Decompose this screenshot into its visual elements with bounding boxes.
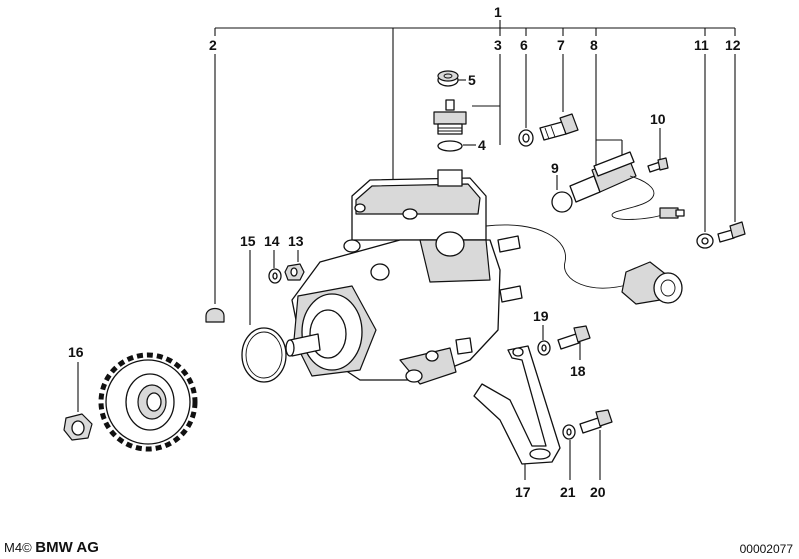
- callout-16: 16: [68, 344, 84, 360]
- bolt-part-18: [557, 325, 591, 350]
- callout-labels: 1 2 3 4 5 6 7 8 9 10 11 12 13 14 15 16 1…: [68, 4, 741, 500]
- washer-part-21: [562, 424, 576, 440]
- injection-pump-body: [285, 169, 683, 385]
- callout-1: 1: [494, 4, 502, 20]
- sprocket-nut-part-16: [63, 413, 93, 441]
- callout-11: 11: [694, 37, 709, 53]
- seal-ring-part-9: [551, 191, 573, 213]
- solenoid-valve-part: [569, 151, 685, 220]
- copyright-symbol: ©: [22, 540, 32, 555]
- callout-19: 19: [533, 308, 549, 324]
- cap-nut-part: [437, 70, 459, 87]
- o-ring-part: [437, 140, 463, 152]
- callout-8: 8: [590, 37, 598, 53]
- callout-2: 2: [209, 37, 217, 53]
- callout-7: 7: [557, 37, 565, 53]
- screw-plug-part: [433, 99, 467, 135]
- callout-12: 12: [725, 37, 741, 53]
- callout-10: 10: [650, 111, 666, 127]
- footer-brand: BMW AG: [35, 539, 99, 556]
- callout-5: 5: [468, 72, 476, 88]
- woodruff-key-part: [205, 307, 225, 323]
- mounting-bracket-part: [473, 345, 561, 465]
- footer-copyright: M4© BMW AG: [4, 539, 99, 556]
- callout-9: 9: [551, 160, 559, 176]
- callout-21: 21: [560, 484, 576, 500]
- bolt-part-20: [579, 409, 613, 434]
- leader-lines: [77, 20, 736, 480]
- washer-part-14: [268, 268, 282, 284]
- sprocket-gear-part: [98, 352, 198, 452]
- diagram-number: 00002077: [739, 542, 793, 556]
- nut-part-13: [284, 263, 305, 281]
- callout-6: 6: [520, 37, 528, 53]
- bolt-part-12: [717, 221, 746, 243]
- callout-20: 20: [590, 484, 606, 500]
- banjo-bolt-part: [539, 113, 579, 141]
- callout-4: 4: [478, 137, 486, 153]
- large-o-ring-part: [241, 327, 287, 383]
- small-bolt-part-10: [647, 157, 669, 173]
- washer-part-6: [518, 129, 534, 147]
- callout-3: 3: [494, 37, 502, 53]
- callout-18: 18: [570, 363, 586, 379]
- washer-part-19: [537, 340, 551, 356]
- callout-13: 13: [288, 233, 304, 249]
- washer-part-11: [696, 233, 714, 249]
- callout-15: 15: [240, 233, 256, 249]
- callout-14: 14: [264, 233, 280, 249]
- footer-prefix: M4: [4, 540, 23, 555]
- callout-17: 17: [515, 484, 531, 500]
